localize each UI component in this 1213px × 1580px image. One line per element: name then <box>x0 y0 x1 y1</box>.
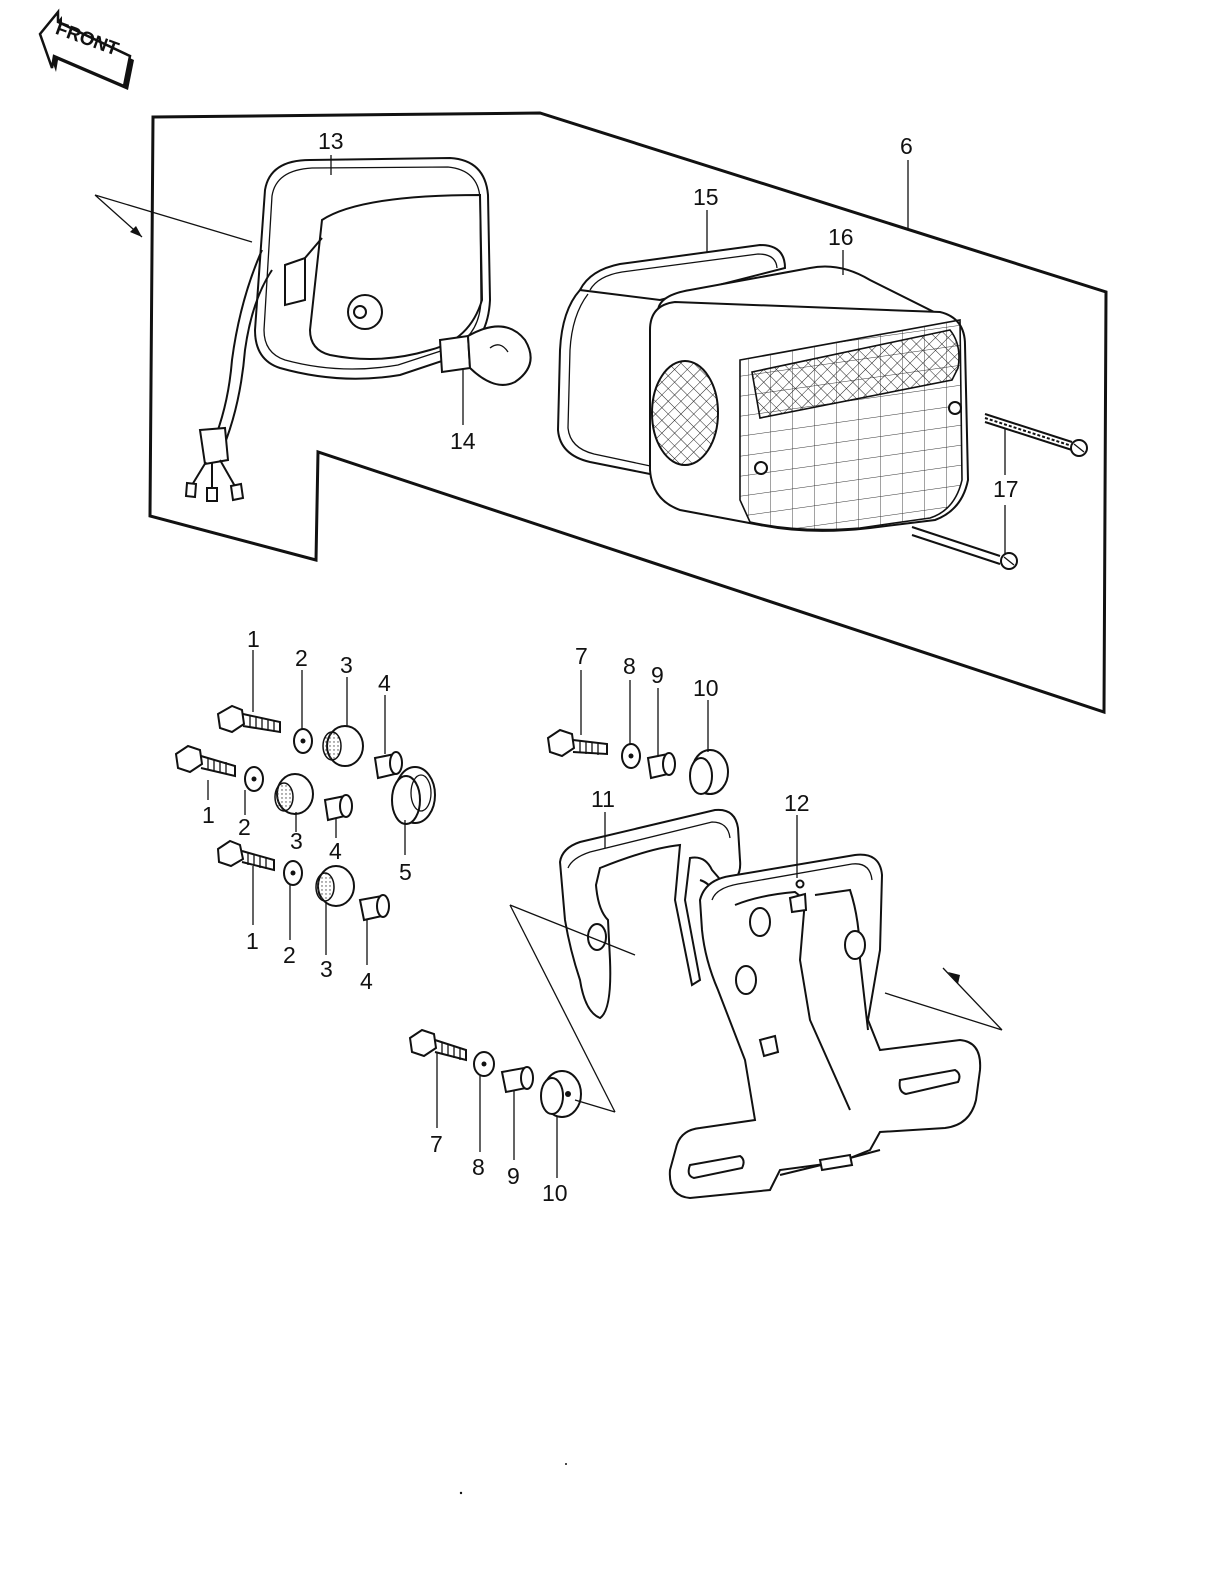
lamp-housing-13 <box>184 156 492 502</box>
license-bracket-12 <box>668 853 982 1200</box>
collar-9-upper <box>646 752 676 780</box>
washer-2-top <box>293 728 313 754</box>
callout-8-lower: 8 <box>472 1154 485 1180</box>
callout-2-middle: 2 <box>238 814 251 840</box>
screw-17-lower <box>911 526 1018 570</box>
callout-10-upper: 10 <box>693 675 719 701</box>
callout-4-bottom: 4 <box>360 968 373 994</box>
callout-7-lower: 7 <box>430 1131 443 1157</box>
bolt-7-lower <box>408 1028 467 1062</box>
callout-2-top: 2 <box>295 645 308 671</box>
callout-15: 15 <box>693 184 719 210</box>
callout-17: 17 <box>993 476 1019 502</box>
leader-lines-lower <box>207 650 798 1178</box>
assembly-outline <box>148 111 1108 715</box>
gasket-15 <box>556 243 787 476</box>
bolt-7-upper <box>546 728 608 758</box>
callout-13: 13 <box>318 128 344 154</box>
grommet-3-middle <box>274 773 314 815</box>
bracket-11 <box>558 808 742 1020</box>
grommet-3-bottom <box>315 865 355 907</box>
collar-4-middle <box>323 794 353 822</box>
leader-lines-upper <box>330 155 1006 555</box>
collar-4-bottom <box>358 894 390 922</box>
callout-1-top: 1 <box>247 626 260 652</box>
grommet-5 <box>391 766 436 825</box>
callout-6: 6 <box>900 133 913 159</box>
lens-16 <box>649 265 970 532</box>
callout-3-bottom: 3 <box>320 956 333 982</box>
bolt-1-top <box>216 704 281 734</box>
callout-9-lower: 9 <box>507 1163 520 1189</box>
callout-11: 11 <box>591 786 615 812</box>
callout-3-top: 3 <box>340 652 353 678</box>
washer-8-upper <box>621 743 641 769</box>
grommet-10-lower <box>540 1070 582 1118</box>
callout-9-upper: 9 <box>651 662 664 688</box>
grommet-10-upper <box>689 749 729 795</box>
direction-arrow-right-icon <box>884 967 1003 1031</box>
collar-4-top <box>373 751 403 780</box>
callout-1-middle: 1 <box>202 802 215 828</box>
callout-3-middle: 3 <box>290 828 303 854</box>
callout-12: 12 <box>784 790 810 816</box>
collar-9-lower <box>500 1066 534 1094</box>
front-arrow-icon: FRONT <box>38 8 134 90</box>
callout-2-bottom: 2 <box>283 942 296 968</box>
grommet-3-top <box>322 725 364 767</box>
direction-arrow-left-icon <box>94 194 253 243</box>
callout-10-lower: 10 <box>542 1180 568 1206</box>
callout-4-middle: 4 <box>329 838 342 864</box>
bulb-14 <box>438 325 532 386</box>
washer-2-middle <box>244 766 264 792</box>
callout-1-bottom: 1 <box>246 928 259 954</box>
washer-2-bottom <box>283 860 303 886</box>
bolt-1-bottom <box>216 839 275 872</box>
callout-5: 5 <box>399 859 412 885</box>
callout-4-top: 4 <box>378 670 391 696</box>
callout-7-upper: 7 <box>575 643 588 669</box>
bolt-1-middle <box>174 744 236 778</box>
screw-17-upper <box>984 413 1088 457</box>
callout-8-upper: 8 <box>623 653 636 679</box>
assembly-guide-lines <box>509 904 636 1113</box>
washer-8-lower <box>473 1051 495 1077</box>
callout-14: 14 <box>450 428 476 454</box>
callout-16: 16 <box>828 224 854 250</box>
